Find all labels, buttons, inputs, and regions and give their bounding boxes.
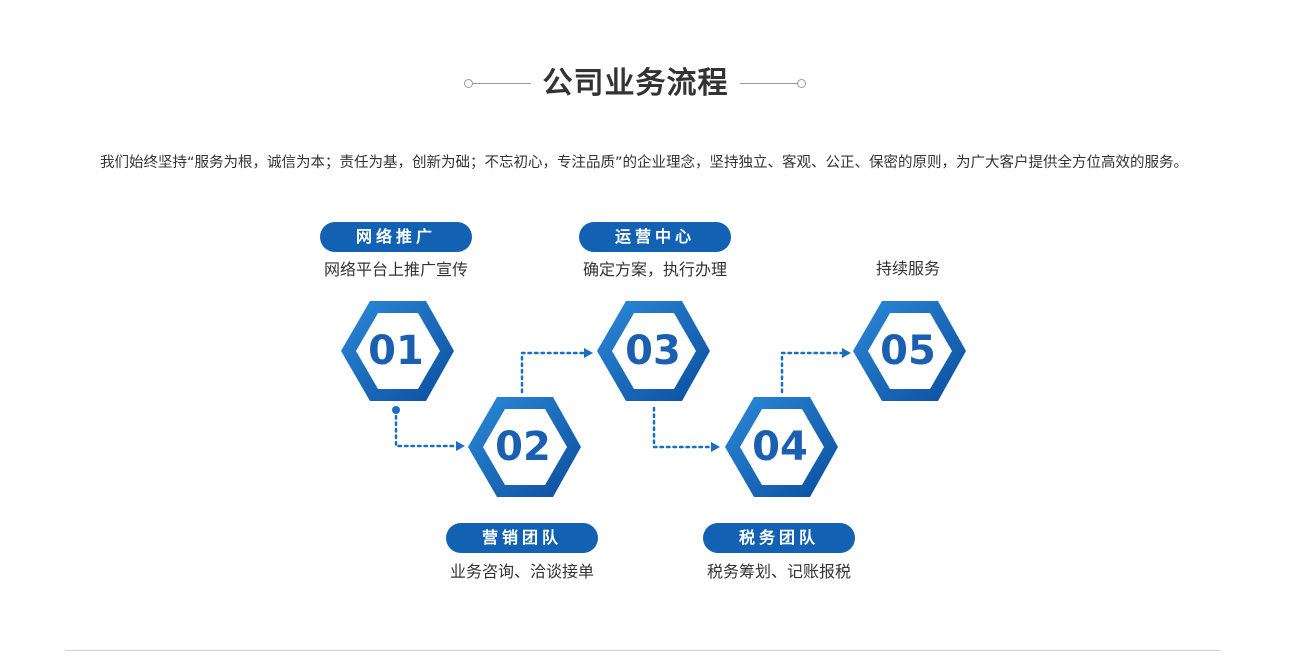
hexagon-step-04	[725, 397, 838, 497]
step-caption-04: 税务筹划、记账报税	[706, 562, 851, 581]
title-decoration-dot-left	[464, 79, 473, 88]
step-caption-01: 网络平台上推广宣传	[323, 260, 468, 279]
step-label-04: 税务团队	[703, 523, 855, 553]
connector-03-04	[652, 406, 720, 452]
hexagon-step-02	[468, 397, 581, 497]
section-header: 公司业务流程	[0, 62, 1289, 106]
step-caption-02: 业务咨询、洽谈接单	[449, 562, 594, 581]
hexagon-step-05	[853, 301, 966, 401]
step-label-01: 网络推广	[320, 222, 472, 252]
step-number-01: 01	[368, 328, 424, 374]
step-label-03: 运营中心	[579, 222, 731, 252]
hexagon-step-03	[597, 301, 710, 401]
step-number-03: 03	[625, 328, 681, 374]
step-number-05: 05	[880, 328, 936, 374]
step-number-02: 02	[495, 424, 551, 470]
page-title: 公司业务流程	[542, 66, 729, 101]
hexagon-step-01	[341, 301, 454, 401]
step-number-04: 04	[752, 424, 808, 470]
connector-02-03	[520, 348, 593, 394]
bottom-divider	[65, 650, 1220, 651]
title-decoration-line-left	[473, 83, 531, 84]
title-decoration-line-right	[740, 83, 798, 84]
step-label-02: 营销团队	[446, 523, 598, 553]
step-caption-03: 确定方案，执行办理	[582, 260, 727, 279]
step-caption-05: 持续服务	[875, 259, 940, 278]
title-decoration-dot-right	[797, 79, 806, 88]
connector-04-05	[780, 348, 851, 394]
intro-paragraph: 我们始终坚持“服务为根，诚信为本；责任为基，创新为础；不忘初心，专注品质”的企业…	[100, 155, 1189, 171]
connector-01-02	[392, 406, 465, 451]
